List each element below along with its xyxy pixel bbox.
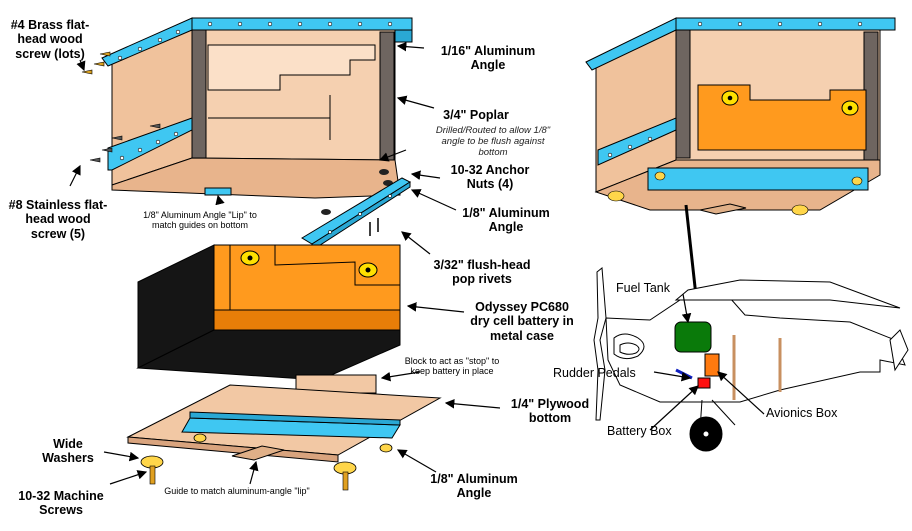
avionics-box-label: Avionics Box xyxy=(766,406,838,420)
plywood-bottom-label: 1/4" Plywood bottom xyxy=(510,397,590,426)
aluminum-angle-mid-label: 1/8" Aluminum Angle xyxy=(462,206,550,235)
leader-lines xyxy=(69,41,765,485)
lip-note-label: 1/8" Aluminum Angle "Lip" to match guide… xyxy=(143,210,257,231)
aluminum-angle-top-label: 1/16" Aluminum Angle xyxy=(440,44,536,73)
rudder-pedals-label: Rudder Pedals xyxy=(553,366,636,380)
battery-box-label: Battery Box xyxy=(607,424,672,438)
stainless-screw-label: #8 Stainless flat-head wood screw (5) xyxy=(8,198,108,241)
anchor-nuts-label: 10-32 Anchor Nuts (4) xyxy=(450,163,530,192)
battery-box-top-assembly xyxy=(81,17,413,215)
battery-drawing xyxy=(136,244,401,381)
aluminum-angle-bottom-label: 1/8" Aluminum Angle xyxy=(430,472,518,501)
assembled-battery-box xyxy=(585,17,896,216)
poplar-label: 3/4" Poplar xyxy=(443,108,509,122)
brass-screw-label: #4 Brass flat-head wood screw (lots) xyxy=(10,18,90,61)
aluminum-angle-strip xyxy=(301,177,412,250)
fuel-tank-label: Fuel Tank xyxy=(616,281,670,295)
battery-label: Odyssey PC680 dry cell battery in metal … xyxy=(470,300,574,343)
block-note-label: Block to act as "stop" to keep battery i… xyxy=(404,356,500,377)
guide-note-label: Guide to match aluminum-angle "lip" xyxy=(164,486,310,496)
wide-washers-label: Wide Washers xyxy=(42,437,94,466)
plywood-bottom-drawing xyxy=(126,374,442,491)
machine-screws-label: 10-32 Machine Screws xyxy=(18,489,104,518)
pop-rivets-label: 3/32" flush-head pop rivets xyxy=(433,258,531,287)
drilled-note-label: Drilled/Routed to allow 1/8" angle to be… xyxy=(435,125,551,158)
